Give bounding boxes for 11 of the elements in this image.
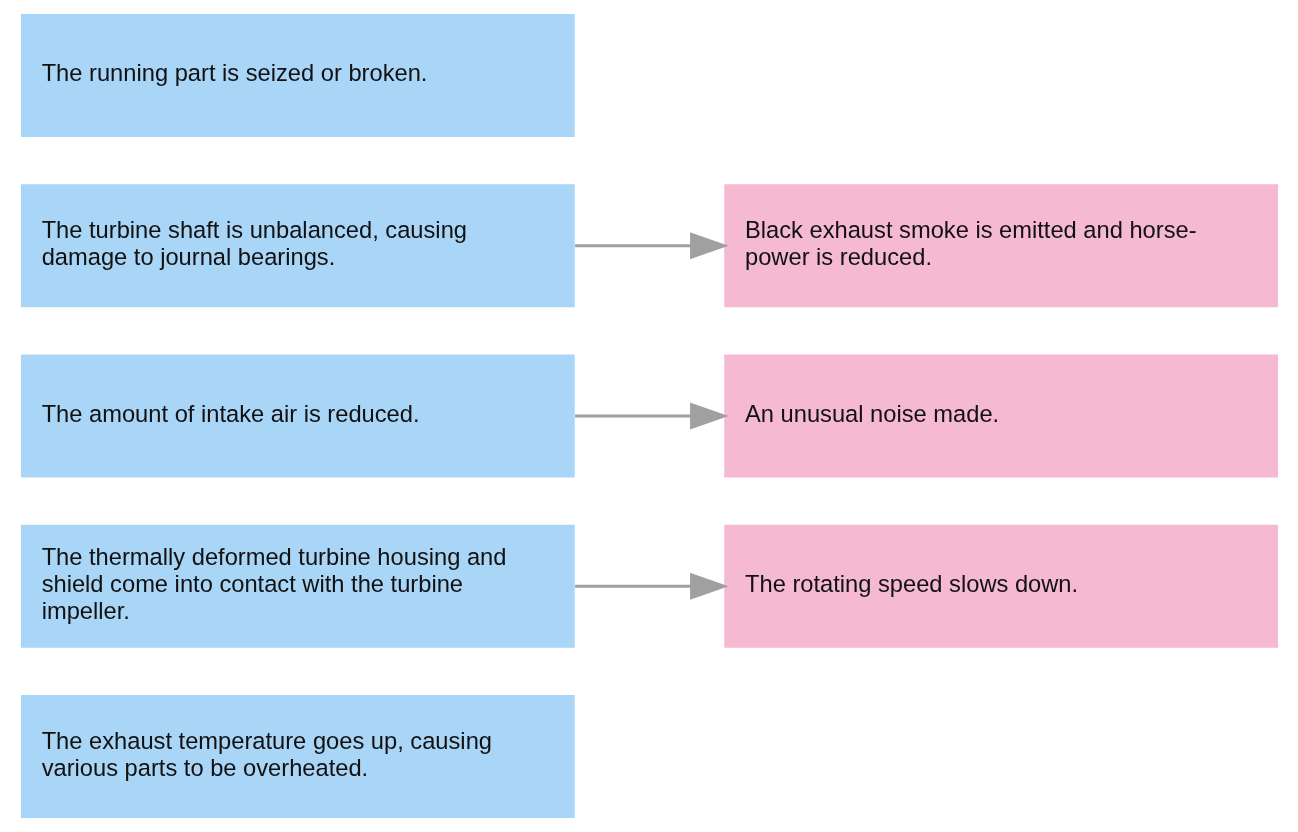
arrow: [574, 232, 729, 260]
node-box: The exhaust temperature goes up, causing various parts to be overheated.: [20, 695, 575, 818]
node-box: The rotating speed slows down.: [723, 524, 1278, 648]
node-box: The thermally deformed turbine housing and shield come into contact with the turbine impeller.: [20, 524, 575, 648]
node-box: An unusual noise made.: [723, 354, 1278, 478]
node-box: The amount of intake air is reduced.: [20, 354, 575, 478]
node-box: The turbine shaft is unbalanced, causing damage to journal bearings.: [20, 184, 575, 308]
node-box: The running part is seized or broken.: [20, 14, 575, 137]
arrow: [574, 402, 729, 430]
node-box: Black exhaust smoke is emitted and horse-power is reduced.: [723, 184, 1278, 308]
arrow: [574, 572, 729, 600]
